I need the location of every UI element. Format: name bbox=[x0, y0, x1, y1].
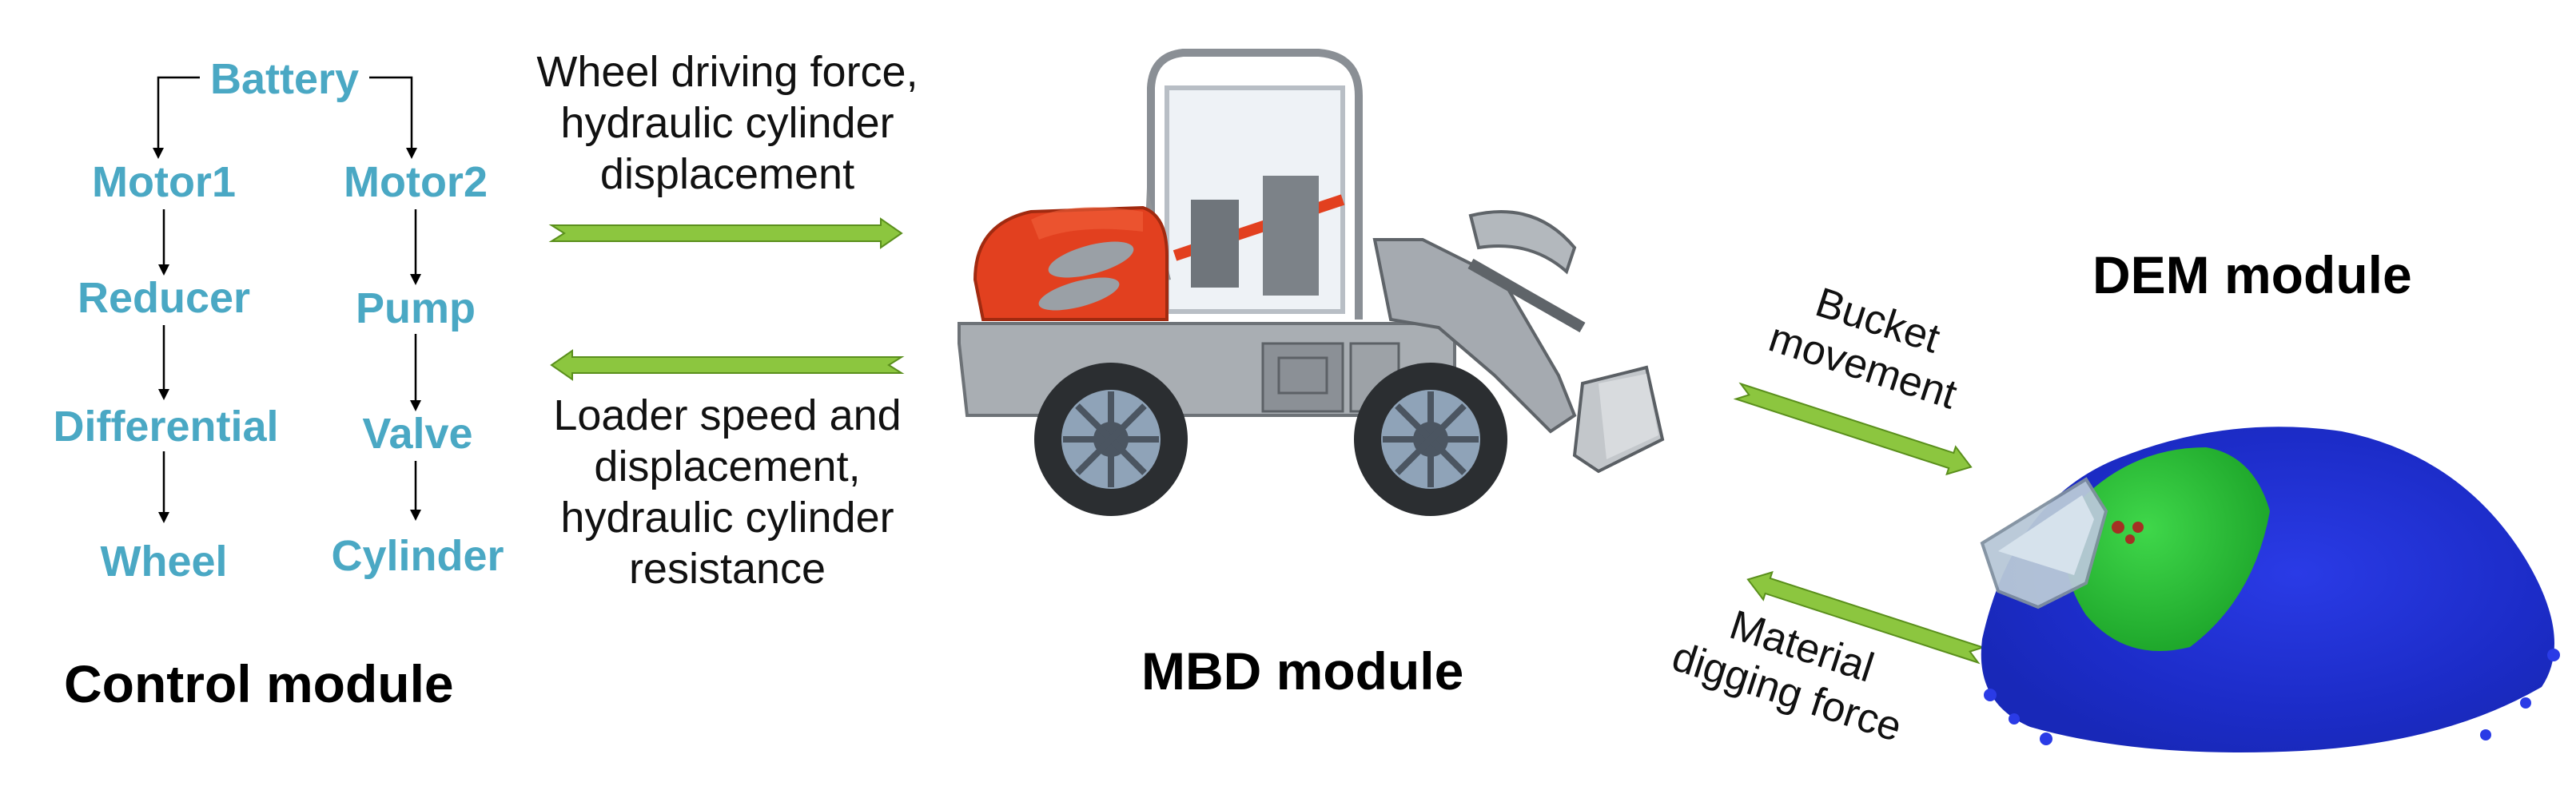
arrow-dem-to-mbd bbox=[1746, 570, 1986, 665]
control-module-title: Control module bbox=[64, 654, 454, 713]
dem-particle-pile bbox=[1980, 427, 2560, 752]
battery-node: Battery bbox=[209, 55, 360, 103]
label-mbd-to-ctrl-line3: hydraulic cylinder bbox=[560, 494, 894, 542]
motor2-node: Motor2 bbox=[344, 158, 488, 206]
cylinder-node: Cylinder bbox=[331, 532, 504, 580]
label-ctrl-to-mbd-line2: hydraulic cylinder bbox=[560, 99, 894, 147]
arrow-mbd-to-ctrl bbox=[550, 349, 905, 381]
label-mbd-to-ctrl-line1: Loader speed and bbox=[553, 391, 902, 439]
wheel-loader-illustration bbox=[958, 49, 1665, 516]
pump-node: Pump bbox=[355, 284, 476, 332]
motor1-node: Motor1 bbox=[92, 158, 236, 206]
rear-wheel-icon bbox=[1034, 363, 1188, 516]
arrow-mbd-to-dem bbox=[1733, 382, 1973, 476]
wheel-node: Wheel bbox=[100, 538, 228, 586]
label-ctrl-to-mbd-line1: Wheel driving force, bbox=[536, 48, 918, 96]
arrow-ctrl-to-mbd bbox=[548, 217, 903, 249]
label-mbd-to-ctrl-line2: displacement, bbox=[594, 443, 861, 490]
label-ctrl-to-mbd-line3: displacement bbox=[599, 150, 855, 198]
reducer-node: Reducer bbox=[77, 274, 251, 322]
mbd-module-title: MBD module bbox=[1141, 641, 1464, 701]
label-mbd-to-ctrl: Loader speed and displacement, hydraulic… bbox=[512, 390, 943, 594]
valve-node: Valve bbox=[362, 410, 473, 458]
label-mbd-to-ctrl-line4: resistance bbox=[628, 545, 826, 593]
dem-module-title: DEM module bbox=[2092, 245, 2412, 304]
label-ctrl-to-mbd: Wheel driving force, hydraulic cylinder … bbox=[512, 46, 943, 200]
differential-node: Differential bbox=[53, 403, 279, 451]
front-wheel-icon bbox=[1354, 363, 1507, 516]
